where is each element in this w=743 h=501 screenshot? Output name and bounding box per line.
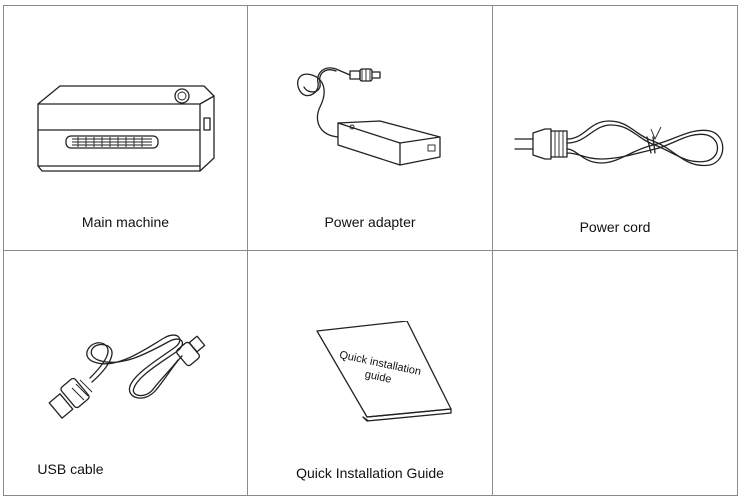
item-power-adapter: Power adapter xyxy=(247,5,493,251)
item-main-machine: Main machine xyxy=(3,5,248,251)
item-quick-installation-guide: Quick installation guide Quick Installat… xyxy=(247,250,493,496)
item-label: Main machine xyxy=(81,214,170,230)
package-contents-grid: Main machine Power adapter xyxy=(3,5,738,496)
printer-icon xyxy=(37,85,215,172)
power-cord-icon xyxy=(514,120,724,167)
empty-cell xyxy=(492,250,738,496)
usb-cable-icon xyxy=(48,334,206,419)
item-label: Power cord xyxy=(579,219,651,235)
item-power-cord: Power cord xyxy=(492,5,738,251)
item-label: USB cable xyxy=(37,461,104,477)
item-usb-cable: USB cable xyxy=(3,250,248,496)
power-adapter-icon xyxy=(297,67,441,166)
item-label: Quick Installation Guide xyxy=(296,465,444,481)
guide-booklet-icon: Quick installation guide xyxy=(316,321,452,422)
booklet-title-line2: guide xyxy=(364,368,393,385)
item-label: Power adapter xyxy=(324,214,416,230)
